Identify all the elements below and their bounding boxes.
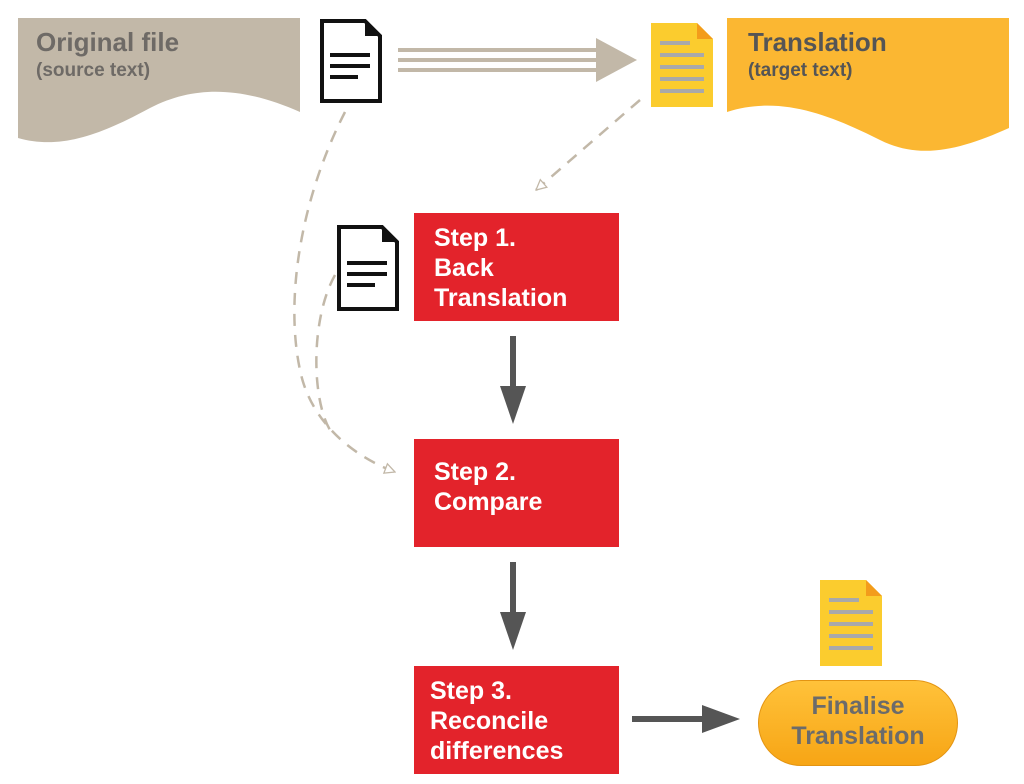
source-banner	[18, 18, 300, 143]
finalise-translation-pill: Finalise Translation	[758, 680, 958, 766]
source-subtitle: (source text)	[36, 59, 151, 81]
step-2-box: Step 2. Compare	[414, 439, 619, 547]
final-line-1: Finalise	[811, 692, 905, 720]
final-line-2: Translation	[791, 722, 925, 750]
step-3-line-1: Step 3.	[430, 677, 512, 705]
dashed-arrow-backtranslation-to-step2	[315, 274, 337, 431]
document-yellow-icon	[820, 580, 882, 666]
arrow-step2-to-step3	[500, 562, 526, 650]
step-3-box: Step 3. Reconcile differences	[414, 666, 619, 774]
document-outline-icon	[320, 19, 382, 103]
arrow-step3-to-final	[632, 705, 740, 733]
dashed-arrow-original-to-step2	[293, 111, 395, 472]
target-banner	[727, 18, 1009, 151]
step-3-line-2: Reconcile	[430, 707, 549, 735]
step-2-line-2: Compare	[434, 488, 543, 516]
step-1-line-3: Translation	[434, 284, 568, 312]
step-3-line-3: differences	[430, 737, 564, 765]
target-subtitle: (target text)	[748, 59, 853, 81]
document-outline-icon	[337, 225, 399, 311]
target-label: Translation (target text)	[748, 27, 887, 82]
step-1-line-1: Step 1.	[434, 224, 516, 252]
translate-arrow	[398, 38, 637, 82]
target-title: Translation	[748, 27, 887, 57]
step-1-line-2: Back	[434, 254, 494, 282]
document-yellow-icon	[651, 23, 713, 107]
arrow-step1-to-step2	[500, 336, 526, 424]
dashed-arrow-translation-to-step1	[536, 99, 641, 190]
source-title: Original file	[36, 27, 180, 57]
source-label: Original file (source text)	[36, 27, 180, 82]
step-1-box: Step 1. Back Translation	[414, 213, 619, 321]
step-2-line-1: Step 2.	[434, 458, 516, 486]
